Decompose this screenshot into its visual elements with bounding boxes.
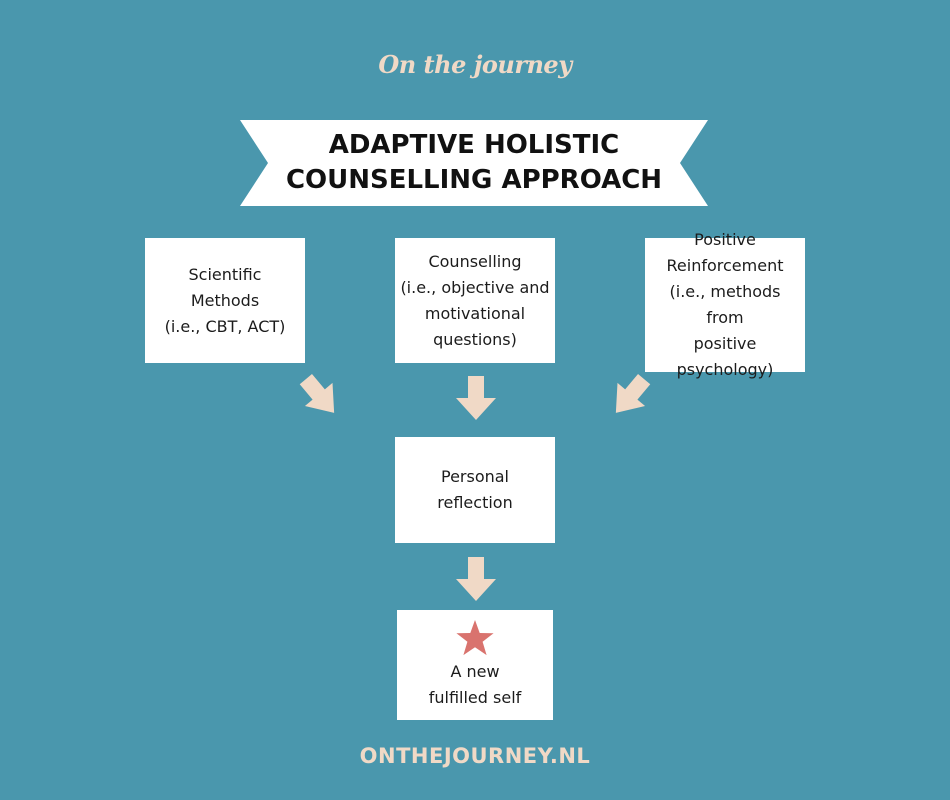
banner-shape <box>240 120 708 206</box>
arrow-icon-diagonal-left <box>615 374 651 413</box>
page-title: ADAPTIVE HOLISTIC COUNSELLING APPROACH <box>285 130 663 195</box>
positive-reinforcement-box: Positive Reinforcement (i.e., methods fr… <box>645 230 805 379</box>
arrow-icon-down-center <box>456 376 496 420</box>
arrow-icon-down-lower <box>456 557 496 601</box>
scientific-methods-box: Scientific Methods (i.e., CBT, ACT) <box>145 238 305 363</box>
personal-reflection-box: Personal reflection <box>395 437 555 543</box>
arrow-icon-diagonal-right <box>299 374 335 413</box>
title-banner: ADAPTIVE HOLISTIC COUNSELLING APPROACH <box>240 120 708 206</box>
star-icon <box>456 620 494 656</box>
brand-script-logo: On the journey <box>378 50 572 79</box>
counselling-box: Counselling (i.e., objective and motivat… <box>395 238 555 363</box>
fulfilled-self-label: A new fulfilled self <box>428 662 522 707</box>
footer-url: ONTHEJOURNEY.NL <box>359 744 591 768</box>
fulfilled-self-box: A new fulfilled self <box>397 610 553 720</box>
